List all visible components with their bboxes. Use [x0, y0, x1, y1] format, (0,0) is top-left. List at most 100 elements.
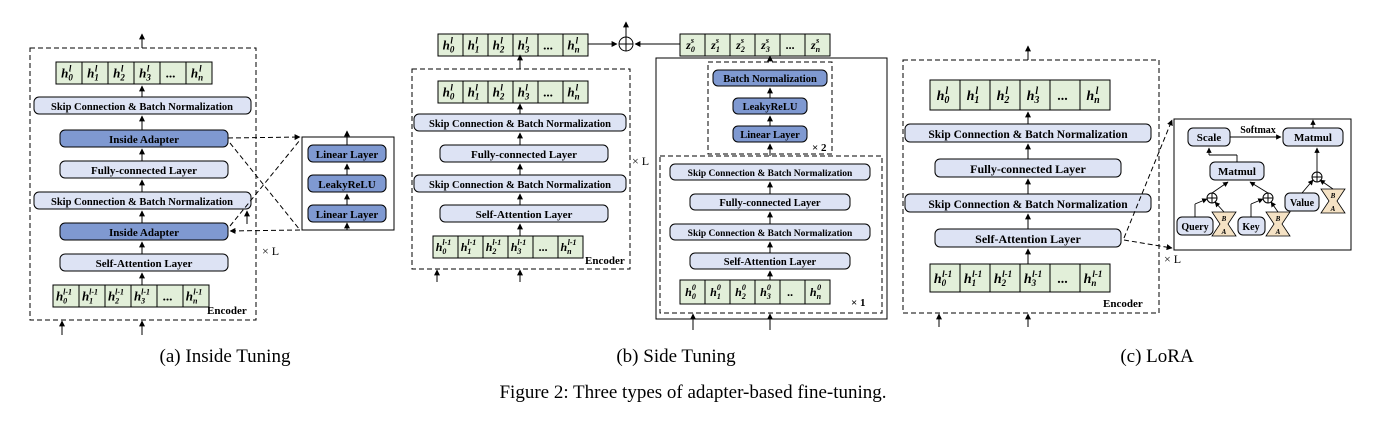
token-label: hnl-1 — [186, 288, 203, 306]
side-head-repeat-label: × 2 — [812, 142, 827, 154]
token-label: hnl-1 — [560, 238, 576, 256]
encoder-b-frame — [411, 68, 631, 270]
side-linear-label: Linear Layer — [740, 130, 800, 141]
side-skip-bn-bottom-label: Skip Connection & Batch Normalization — [688, 229, 853, 239]
fc-layer-a-label: Fully-connected Layer — [91, 165, 197, 177]
self-attention-a-box — [59, 253, 229, 272]
token-cell — [562, 33, 589, 57]
token-label: h2l — [493, 83, 505, 102]
token-label: h1l — [468, 83, 480, 102]
side-bn-label: Batch Normalization — [723, 74, 817, 85]
token-label: ... — [1058, 272, 1069, 287]
token-cell — [959, 79, 991, 111]
svg-text:B: B — [1221, 215, 1227, 223]
token-label: hn0 — [810, 283, 822, 301]
side-self-attention-label: Self-Attention Layer — [724, 257, 817, 268]
token-label: h0l — [61, 64, 73, 83]
token-label: h2l-1 — [108, 288, 124, 306]
token-cell — [182, 284, 210, 308]
token-label: .. — [788, 285, 794, 299]
token-label: h3l-1 — [1024, 269, 1042, 288]
c-fc-label: Fully-connected Layer — [970, 162, 1086, 176]
token-label: h2l — [113, 64, 125, 83]
lora-block-key: B A — [1265, 211, 1291, 237]
b-left-self-attention-box — [439, 204, 609, 223]
token-label: z1s — [710, 36, 720, 54]
token-label: h00 — [685, 283, 696, 301]
lora-block-value: B A — [1320, 188, 1346, 214]
token-label: hnl — [567, 83, 579, 102]
svg-text:B: B — [1330, 192, 1336, 200]
token-label: z3s — [760, 36, 770, 54]
arrows-a — [59, 33, 250, 335]
fc-layer-a-box — [59, 160, 229, 179]
token-label: h3l — [518, 36, 530, 55]
token-label: ... — [544, 38, 554, 53]
adapter-linear-bottom-label: Linear Layer — [316, 209, 379, 221]
token-cell — [557, 235, 584, 259]
lora-query-label: Query — [1181, 222, 1208, 233]
token-cell — [929, 79, 961, 111]
token-label: h1l-1 — [964, 269, 982, 288]
token-label: h2l — [997, 86, 1010, 106]
token-label: h2l-1 — [486, 238, 502, 256]
c-self-attention-label: Self-Attention Layer — [975, 232, 1081, 246]
inside-adapter-top-box — [59, 129, 229, 148]
token-cell — [989, 263, 1021, 293]
token-label: h10 — [710, 283, 721, 301]
b-left-skip-bn-bottom-label: Skip Connection & Batch Normalization — [429, 180, 611, 191]
lora-block-query: B A — [1211, 211, 1237, 237]
token-label: h0l-1 — [934, 269, 952, 288]
token-label: z2s — [735, 36, 745, 54]
token-label: hnl — [567, 36, 579, 55]
lora-detail-frame — [1173, 118, 1352, 251]
c-skip-bn-top-label: Skip Connection & Batch Normalization — [928, 129, 1128, 141]
encoder-a-frame — [29, 47, 257, 321]
caption-c: (c) LoRA — [1120, 346, 1194, 367]
inside-adapter-bottom-box — [59, 222, 229, 241]
encoder-c-frame — [902, 59, 1160, 314]
token-label: h3l — [518, 83, 530, 102]
c-skip-bn-bottom-label: Skip Connection & Batch Normalization — [928, 199, 1128, 211]
side-leakyrelu-label: LeakyReLU — [743, 102, 798, 113]
inside-adapter-bottom-label: Inside Adapter — [109, 227, 179, 239]
side-skip-bn-top-label: Skip Connection & Batch Normalization — [688, 169, 853, 179]
token-label: h0l — [937, 86, 950, 106]
token-cell — [754, 279, 781, 305]
b-left-skip-bn-top-label: Skip Connection & Batch Normalization — [429, 119, 611, 130]
token-cell — [704, 279, 731, 305]
token-cell — [729, 279, 756, 305]
skip-bn-bottom-a-label: Skip Connection & Batch Normalization — [51, 197, 233, 208]
token-label: h30 — [760, 283, 771, 301]
token-label: h0l-1 — [56, 288, 72, 306]
token-cell — [804, 279, 831, 305]
encoder-c-label: Encoder — [1103, 298, 1143, 310]
svg-text:A: A — [1330, 205, 1336, 213]
b-left-self-attention-label: Self-Attention Layer — [476, 209, 573, 221]
token-label: h0l-1 — [436, 238, 452, 256]
token-label: h2l — [493, 36, 505, 55]
token-label: h20 — [735, 283, 746, 301]
token-cell — [185, 61, 213, 85]
b-left-fc-label: Fully-connected Layer — [471, 149, 577, 161]
token-label: h3l-1 — [134, 288, 150, 306]
token-cell — [804, 33, 831, 57]
token-cell — [929, 263, 961, 293]
svg-text:B: B — [1275, 215, 1281, 223]
token-row-b-side: h00 h10 h20 h30.. hn0 — [679, 279, 831, 305]
lora-matmul-top-label: Matmul — [1294, 132, 1332, 144]
token-label: ... — [163, 289, 173, 304]
lora-key-box — [1237, 216, 1266, 236]
self-attention-a-label: Self-Attention Layer — [96, 258, 193, 270]
side-encoder-frame — [659, 155, 883, 314]
repeat-a-label: × L — [262, 244, 279, 258]
lora-matmul-mid-label: Matmul — [1218, 166, 1256, 178]
token-label: ... — [544, 85, 554, 100]
